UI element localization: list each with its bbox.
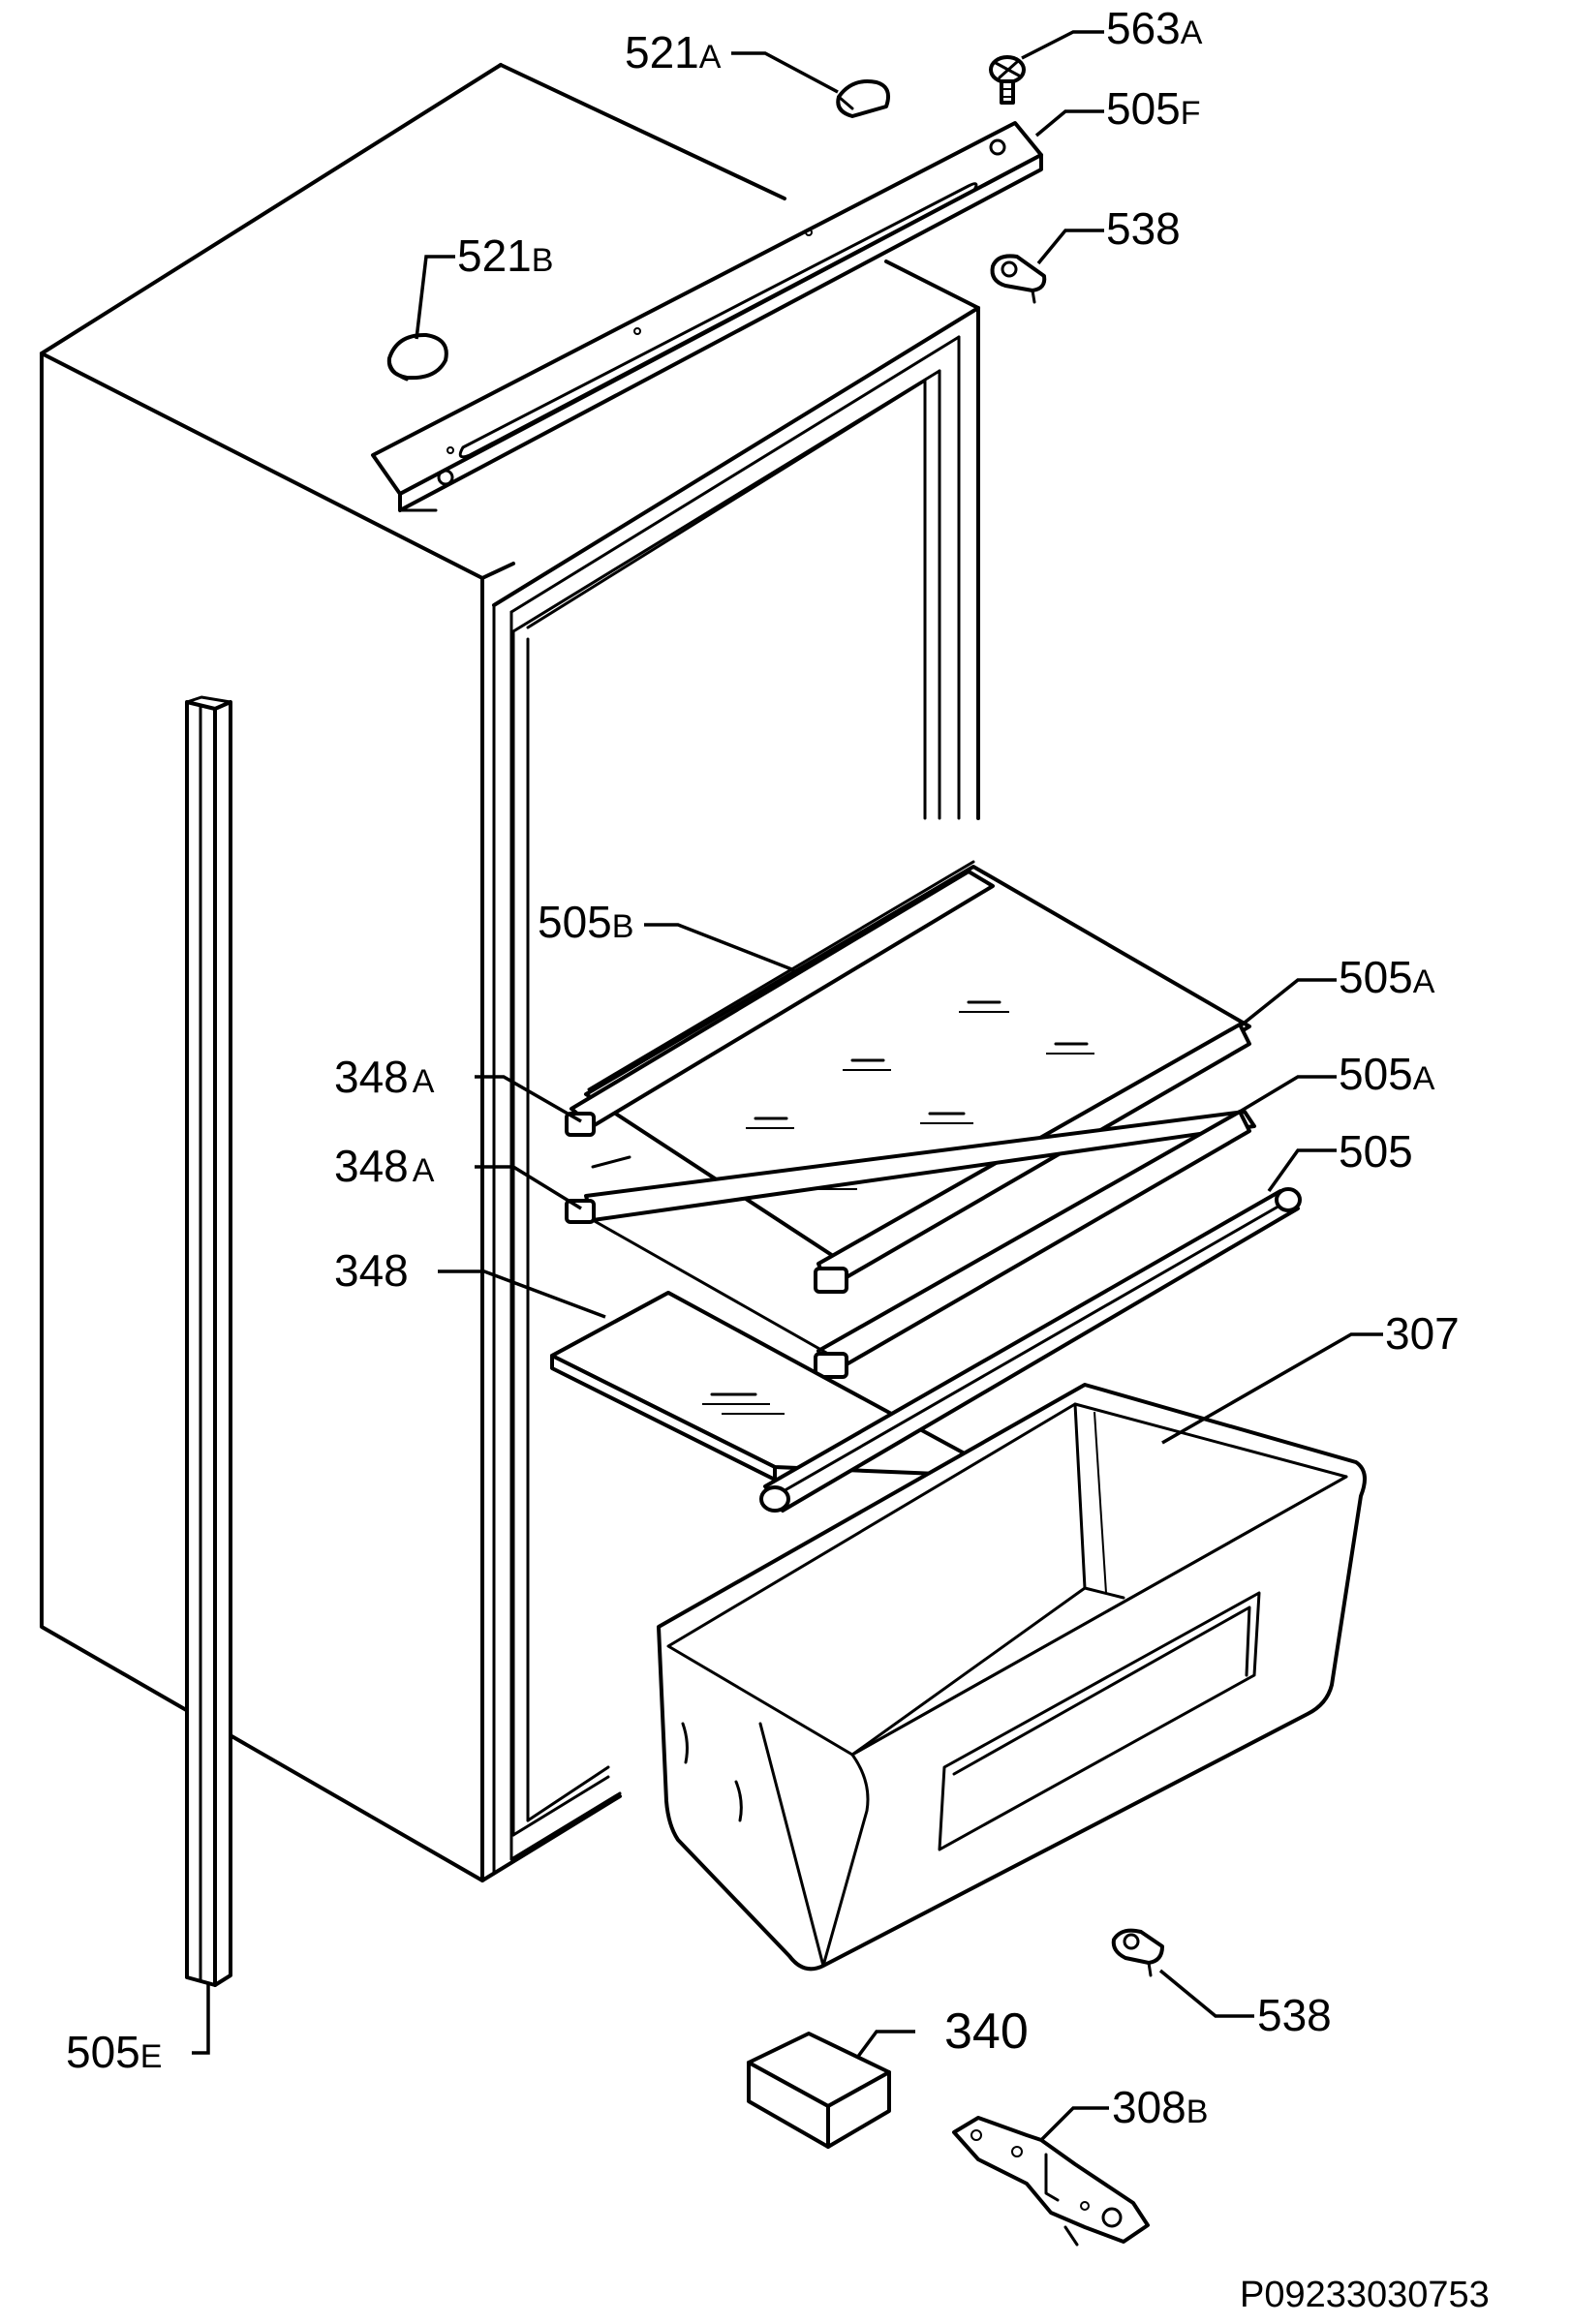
label-505: 505 xyxy=(1339,1126,1413,1177)
top-hinge-bar xyxy=(371,121,1043,512)
label-340: 340 xyxy=(944,2003,1029,2060)
label-538-bottom: 538 xyxy=(1257,1990,1332,2040)
label-563a: 563A xyxy=(1106,3,1203,53)
label-521a: 521A xyxy=(625,27,722,77)
drawing-code: P09233030753 xyxy=(1240,2275,1490,2315)
block-340 xyxy=(747,2032,891,2149)
hinge-pin-538-top xyxy=(990,254,1047,304)
leader-lines xyxy=(192,30,1383,2142)
screw-563a xyxy=(989,55,1026,105)
label-538-top: 538 xyxy=(1106,203,1181,254)
label-505a-2: 505A xyxy=(1339,1049,1435,1099)
hinge-pin-538-bottom xyxy=(1111,1928,1164,1977)
label-307: 307 xyxy=(1385,1308,1460,1359)
vertical-trim-505e xyxy=(185,695,232,1987)
hinge-plate-308b xyxy=(952,2116,1150,2247)
label-348: 348 xyxy=(334,1245,409,1296)
label-505b: 505B xyxy=(538,897,633,947)
cover-cap-521a xyxy=(836,79,890,118)
label-308b: 308B xyxy=(1112,2082,1208,2132)
label-505f: 505F xyxy=(1106,83,1201,134)
label-505e: 505E xyxy=(66,2027,162,2077)
cover-cap-521b xyxy=(386,332,448,382)
trim-strip xyxy=(759,1187,1302,1513)
label-505a-1: 505A xyxy=(1339,952,1435,1002)
glass-shelf-middle xyxy=(565,1110,1256,1379)
crisper-drawer xyxy=(657,1383,1367,1972)
cabinet-body xyxy=(40,63,980,1882)
label-521b: 521B xyxy=(457,230,553,281)
